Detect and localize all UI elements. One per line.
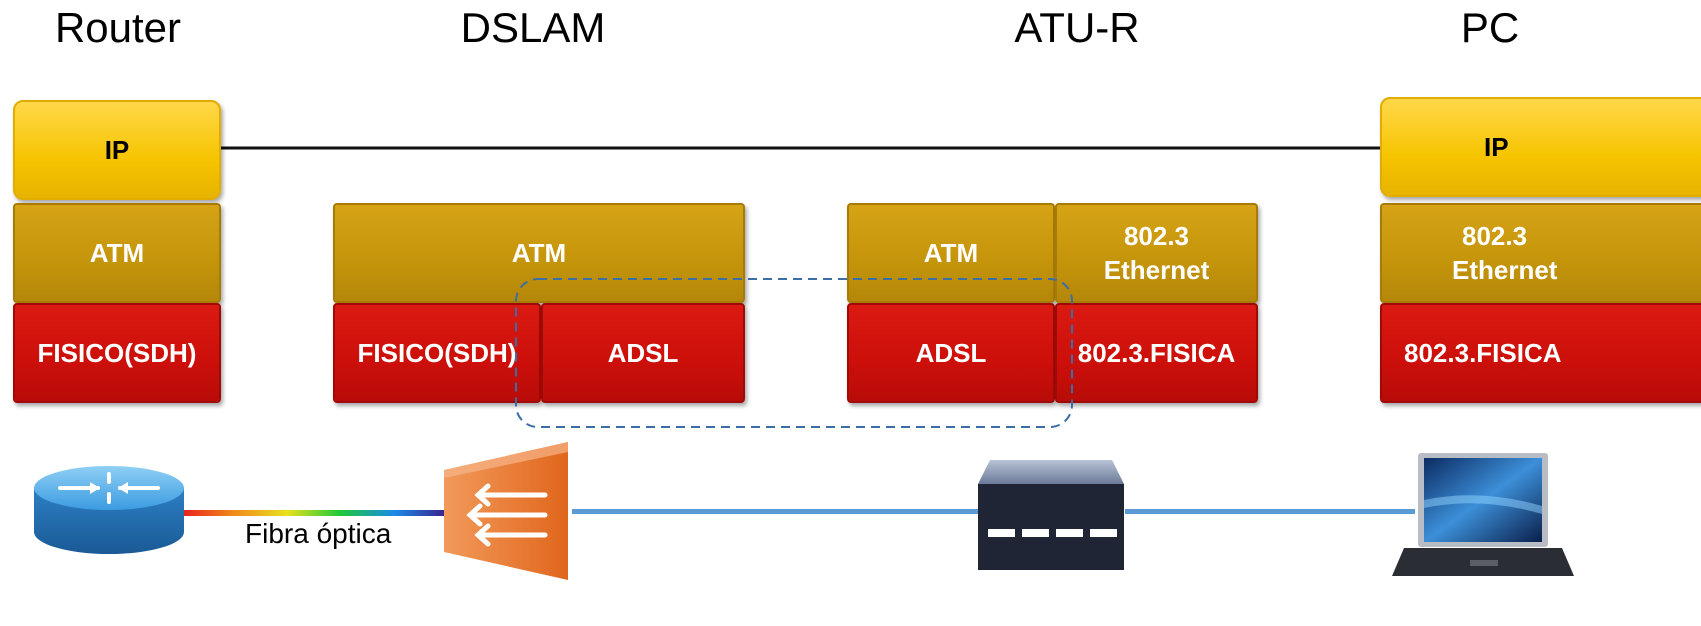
modem-icon <box>978 460 1124 570</box>
atur-ethernet-line1: 802.3 <box>1123 221 1190 251</box>
atur-ethernet-layer: 802.3 Ethernet <box>1055 203 1258 303</box>
pc-ip-layer: IP <box>1380 97 1701 197</box>
fiber-link <box>180 510 448 516</box>
atur-adsl-layer: ADSL <box>847 303 1055 403</box>
laptop-icon <box>1392 453 1574 576</box>
router-icon <box>34 466 184 554</box>
dslam-title: DSLAM <box>460 4 606 51</box>
dslam-icon <box>444 442 568 580</box>
router-atm-layer: ATM <box>13 203 221 303</box>
atur-atm-layer: ATM <box>847 203 1055 303</box>
atur-ethernet-line2: Ethernet <box>1103 255 1210 285</box>
fiber-link-label: Fibra óptica <box>245 518 392 549</box>
pc-ethernet-line2: Ethernet <box>1452 255 1558 285</box>
dslam-adsl-layer: ADSL <box>541 303 745 403</box>
pc-ethernet-line1: 802.3 <box>1462 221 1528 251</box>
pc-ethernet-physical-layer: 802.3.FISICA <box>1380 303 1701 403</box>
atur-ethernet-physical-layer: 802.3.FISICA <box>1055 303 1258 403</box>
ethernet-link <box>1125 509 1415 514</box>
router-physical-layer: FISICO(SDH) <box>13 303 221 403</box>
adsl-link <box>572 509 980 514</box>
dslam-atm-layer: ATM <box>333 203 745 303</box>
dslam-sdh-layer: FISICO(SDH) <box>333 303 541 403</box>
atur-title: ATU-R <box>1014 4 1140 51</box>
pc-title: PC <box>1460 4 1520 51</box>
adsl-segment-outline <box>515 278 1073 428</box>
pc-ethernet-layer: 802.3 Ethernet <box>1380 203 1701 303</box>
router-title: Router <box>54 4 182 51</box>
router-ip-layer: IP <box>13 100 221 200</box>
